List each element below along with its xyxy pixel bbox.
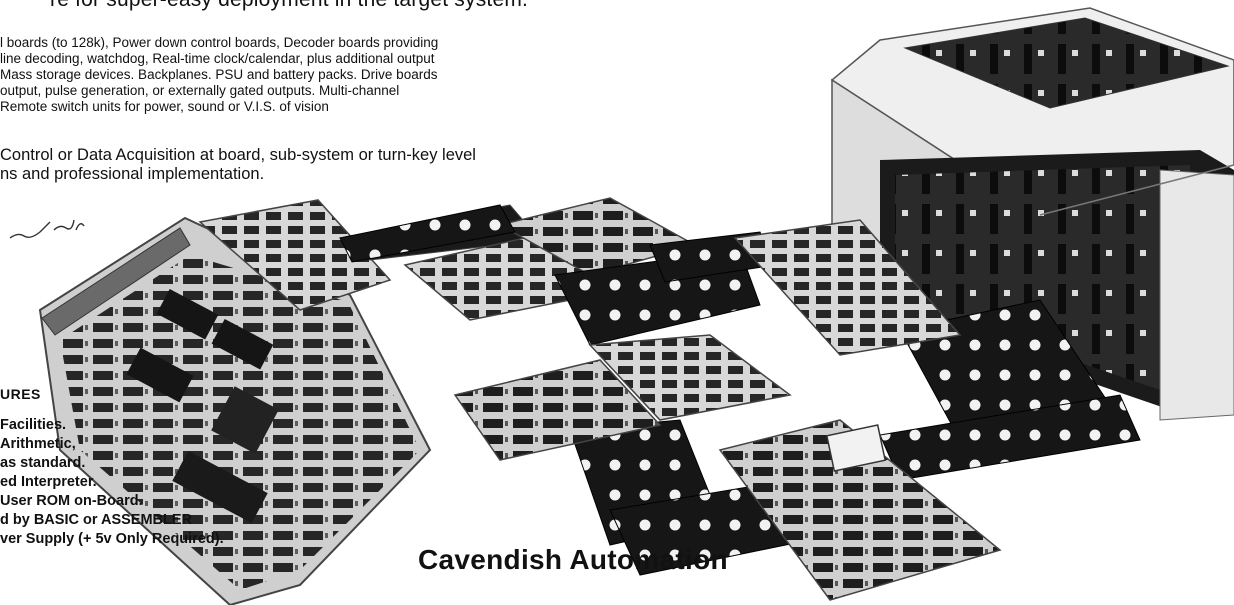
headline-text: re for super-easy deployment in the targ… (50, 0, 570, 12)
features-title: URES (0, 386, 41, 402)
feature-item: as standard. (0, 455, 86, 471)
paragraph-line: l boards (to 128k), Power down control b… (0, 35, 439, 50)
paragraph-line: Remote switch units for power, sound or … (0, 99, 329, 114)
signature-scribble (9, 219, 85, 239)
feature-item: d by BASIC or ASSEMBLER (0, 512, 193, 528)
paragraph-line: ns and professional implementation. (0, 165, 265, 183)
paragraph-line: Control or Data Acquisition at board, su… (0, 146, 476, 164)
product-range-paragraph: l boards (to 128k), Power down control b… (0, 35, 625, 115)
main-cpu-board (38, 216, 432, 605)
paragraph-line: line decoding, watchdog, Real-time clock… (0, 51, 435, 66)
rack-enclosure (830, 7, 1234, 421)
feature-item: ed Interpreter. (0, 474, 97, 490)
feature-item: ver Supply (+ 5v Only Required). (0, 531, 224, 547)
paragraph-line: Mass storage devices. Backplanes. PSU an… (0, 67, 438, 82)
paragraph-line: output, pulse generation, or externally … (0, 83, 400, 98)
services-paragraph: Control or Data Acquisition at board, su… (0, 146, 625, 184)
features-list: URES Facilities. Arithmetic, as standard… (0, 385, 320, 549)
feature-item: User ROM on-Board. (0, 493, 143, 509)
feature-item: Facilities. (0, 417, 67, 433)
board-middle (453, 219, 1002, 601)
feature-item: Arithmetic, (0, 436, 76, 452)
brand-name: Cavendish Automation (418, 544, 728, 575)
